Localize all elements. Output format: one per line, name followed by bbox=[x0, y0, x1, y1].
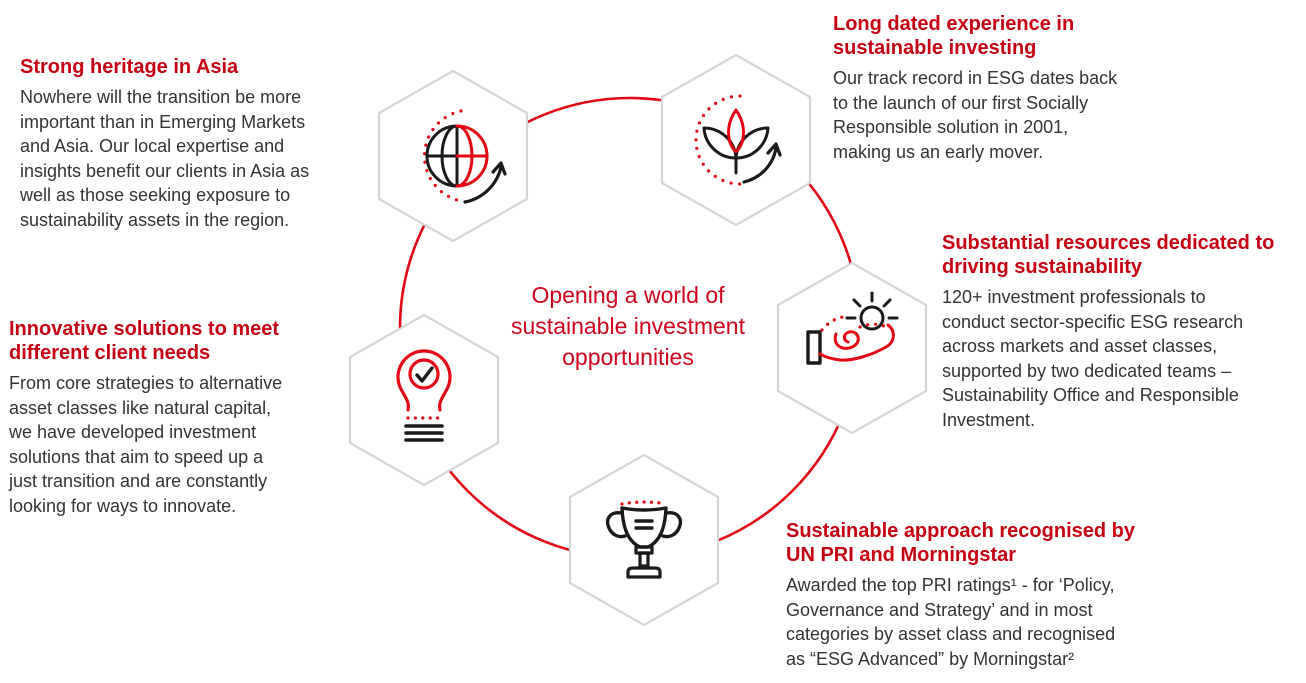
sun-rays bbox=[845, 291, 899, 320]
recognition-heading: Sustainable approach recognised by UN PR… bbox=[786, 520, 1135, 566]
block-innovative-solutions: Innovative solutions to meet different c… bbox=[9, 317, 357, 518]
check-mark bbox=[415, 366, 434, 383]
block-sustainable-approach: Sustainable approach recognised by UN PR… bbox=[786, 519, 1200, 671]
experience-body: Our track record in ESG dates back to th… bbox=[833, 68, 1118, 162]
block-substantial-resources: Substantial resources dedicated to drivi… bbox=[942, 231, 1304, 432]
globe-arrow bbox=[463, 165, 503, 204]
trophy-icon bbox=[605, 500, 683, 579]
bulb-inner-circle bbox=[408, 358, 440, 390]
trophy-equals bbox=[634, 519, 654, 530]
hexagon-shape bbox=[348, 313, 500, 487]
innovation-body: From core strategies to alternative asse… bbox=[9, 373, 283, 516]
resources-body: 120+ investment professionals to conduct… bbox=[942, 287, 1244, 430]
trophy-base bbox=[626, 566, 662, 579]
globe-dotted-arc bbox=[423, 109, 463, 203]
recognition-body: Awarded the top PRI ratings¹ - for ‘Poli… bbox=[786, 575, 1116, 669]
trophy-handle-right bbox=[661, 511, 683, 539]
hexagon-plant bbox=[660, 53, 812, 227]
block-long-dated-experience: Long dated experience in sustainable inv… bbox=[833, 12, 1185, 164]
hand-outline bbox=[818, 323, 895, 362]
hexagon-lightbulb bbox=[348, 313, 500, 487]
hand-curl bbox=[833, 330, 860, 350]
lightbulb-check-icon bbox=[396, 349, 452, 442]
plant-dotted-arc bbox=[694, 94, 742, 186]
sleeve-rect bbox=[806, 330, 822, 365]
trophy-stem bbox=[638, 551, 650, 568]
trophy-handle-left bbox=[605, 511, 627, 539]
resources-heading: Substantial resources dedicated to drivi… bbox=[942, 232, 1275, 278]
hexagon-hand-sun bbox=[776, 261, 928, 435]
trophy-cup bbox=[620, 506, 668, 549]
sun-circle bbox=[859, 305, 885, 331]
plant-arrow bbox=[742, 146, 778, 184]
heritage-body: Nowhere will the transition be more impo… bbox=[20, 87, 310, 230]
hand-sun-icon bbox=[806, 291, 899, 365]
center-title: Opening a world of sustainable investmen… bbox=[511, 282, 745, 370]
bud bbox=[727, 108, 745, 154]
bulb-outline bbox=[396, 349, 452, 412]
hand-dots-left bbox=[820, 315, 845, 332]
heritage-heading: Strong heritage in Asia bbox=[20, 56, 239, 78]
innovation-heading: Innovative solutions to meet different c… bbox=[9, 318, 280, 364]
trophy-dotted-rim bbox=[620, 500, 668, 506]
hexagon-globe bbox=[377, 69, 529, 243]
hexagon-shape bbox=[568, 453, 720, 627]
hexagon-shape bbox=[660, 53, 812, 227]
plant-arrowhead bbox=[766, 142, 782, 157]
globe-arrowhead bbox=[491, 161, 507, 176]
hexagon-trophy bbox=[568, 453, 720, 627]
plant-icon bbox=[694, 94, 782, 186]
experience-heading: Long dated experience in sustainable inv… bbox=[833, 13, 1075, 59]
hand-dots-right bbox=[858, 322, 886, 329]
globe-icon bbox=[423, 109, 507, 204]
bulb-base-lines bbox=[404, 424, 444, 442]
block-strong-heritage: Strong heritage in Asia Nowhere will the… bbox=[20, 55, 372, 232]
